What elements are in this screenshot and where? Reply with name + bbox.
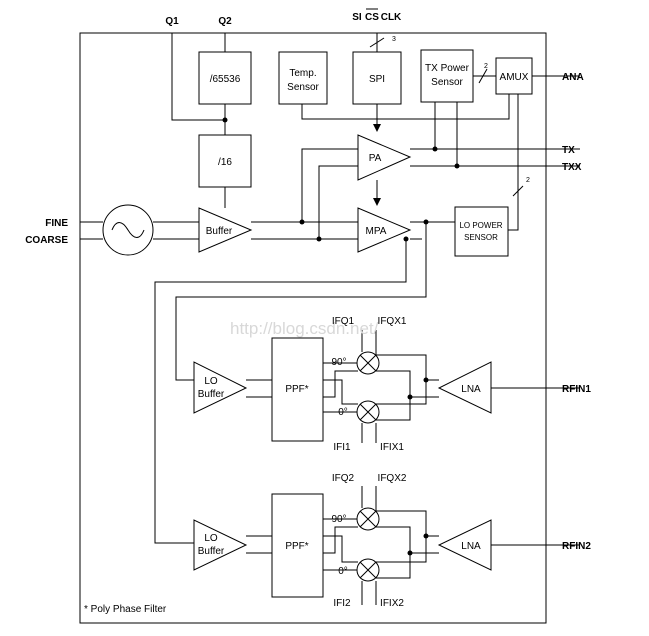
lo-buffer-2 — [193, 519, 248, 571]
tx-power-sensor-label-1: TX Power — [425, 63, 470, 74]
pin-clk: CLK — [381, 12, 402, 23]
lo-buffer-2-label-2: Buffer — [198, 546, 225, 557]
ifq2-label: IFQ2 — [332, 473, 355, 484]
ifqx2-label: IFQX2 — [378, 473, 407, 484]
pin-txx: TXX — [562, 162, 582, 173]
lna-1-label: LNA — [461, 384, 481, 395]
watermark: http://blog.csdn.net/ — [230, 319, 379, 338]
lo-buffer-2-label-1: LO — [204, 533, 218, 544]
ifi1-label: IFI1 — [333, 442, 351, 453]
phase-90-label-1: 90° — [331, 357, 346, 368]
temp-sensor-label-1: Temp. — [289, 68, 316, 79]
divider-16-label: /16 — [218, 157, 232, 168]
temp-sensor-label-2: Sensor — [287, 82, 319, 93]
pin-q2: Q2 — [218, 16, 232, 27]
amux-label: AMUX — [500, 72, 529, 83]
footnote: * Poly Phase Filter — [84, 604, 167, 615]
ppf-2-label: PPF* — [285, 541, 308, 552]
pin-rfin1: RFIN1 — [562, 384, 591, 395]
lo-buffer-1-label-1: LO — [204, 376, 218, 387]
phase-0-label-1: 0° — [338, 407, 348, 418]
pin-q1: Q1 — [165, 16, 179, 27]
tx-power-sensor-label-2: Sensor — [431, 77, 463, 88]
pa-label: PA — [369, 153, 382, 164]
ifi2-label: IFI2 — [333, 598, 351, 609]
lo-buffer-1 — [193, 361, 248, 414]
tx-power-sensor-block — [420, 49, 474, 103]
lopwr-bus-width: 2 — [526, 177, 530, 184]
lna-2-label: LNA — [461, 541, 481, 552]
ifix1-label: IFIX1 — [380, 442, 404, 453]
ifix2-label: IFIX2 — [380, 598, 404, 609]
buffer-amplifier — [198, 207, 253, 253]
pin-fine: FINE — [45, 218, 68, 229]
pa-amplifier — [357, 134, 412, 181]
lo-power-sensor-block — [454, 206, 509, 257]
spi-label: SPI — [369, 74, 385, 85]
temp-sensor-block — [278, 51, 328, 105]
pin-si: SI — [352, 12, 362, 23]
spi-bus-width: 3 — [392, 36, 396, 43]
ifqx1-label: IFQX1 — [378, 316, 407, 327]
oscillator-symbol — [102, 204, 154, 256]
pin-coarse: COARSE — [25, 235, 68, 246]
pin-rfin2: RFIN2 — [562, 541, 591, 552]
mpa-amplifier — [357, 207, 412, 253]
divider-65536-label: /65536 — [210, 74, 241, 85]
pin-tx: TX — [562, 145, 575, 156]
ifq1-label: IFQ1 — [332, 316, 355, 327]
phase-0-label-2: 0° — [338, 566, 348, 577]
mixer-i2 — [356, 558, 380, 582]
lo-buffer-1-label-2: Buffer — [198, 389, 225, 400]
junction-dots — [222, 117, 460, 556]
chip-outline — [79, 32, 547, 624]
mixer-i1 — [356, 400, 380, 424]
ppf-1-label: PPF* — [285, 384, 308, 395]
mpa-label: MPA — [366, 226, 387, 237]
pin-ana: ANA — [562, 72, 584, 83]
phase-90-label-2: 90° — [331, 514, 346, 525]
pin-cs: CS — [365, 12, 379, 23]
lo-power-sensor-label-1: LO POWER — [459, 221, 502, 230]
txpwr-bus-width: 2 — [484, 63, 488, 70]
ppf-1-block — [271, 337, 324, 442]
lo-power-sensor-label-2: SENSOR — [464, 233, 498, 242]
ppf-2-block — [271, 493, 324, 598]
buffer-label: Buffer — [206, 226, 233, 237]
